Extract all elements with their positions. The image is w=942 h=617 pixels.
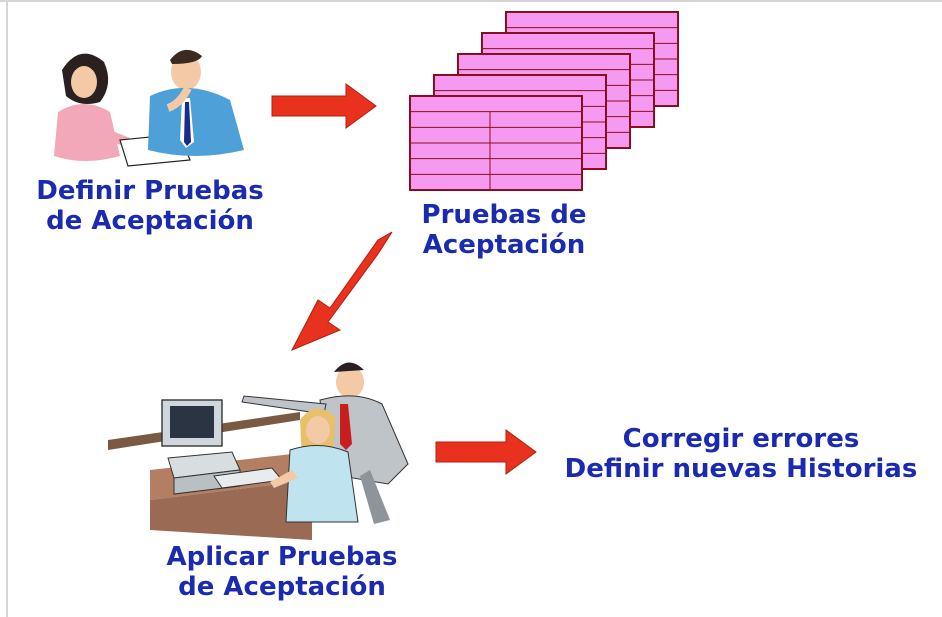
- arrow-right-top: [271, 83, 377, 129]
- arrow-right-bottom: [435, 429, 537, 475]
- test-card: [409, 95, 583, 191]
- fix-errors-line2: Definir nuevas Historias: [564, 454, 918, 484]
- arrow-diagonal-down: [290, 231, 393, 351]
- computer-workspace-illustration: [108, 362, 409, 540]
- apply-tests-line1: Aplicar Pruebas: [166, 542, 398, 572]
- frame-left-border: [6, 0, 8, 617]
- define-tests-line1: Definir Pruebas: [36, 176, 264, 206]
- define-tests-line2: de Aceptación: [46, 206, 254, 236]
- apply-tests-line2: de Aceptación: [178, 572, 386, 602]
- tests-line1: Pruebas de: [421, 200, 587, 230]
- tests-label: Pruebas de Aceptación: [404, 200, 604, 260]
- meeting-people-illustration: [54, 49, 244, 167]
- define-tests-label: Definir Pruebas de Aceptación: [30, 176, 270, 236]
- fix-errors-line1: Corregir errores: [622, 424, 860, 454]
- tests-line2: Aceptación: [422, 230, 586, 260]
- apply-tests-label: Aplicar Pruebas de Aceptación: [152, 542, 412, 602]
- test-cards-stack: [409, 11, 679, 191]
- fix-errors-label: Corregir errores Definir nuevas Historia…: [546, 424, 936, 484]
- frame-top-border: [0, 0, 942, 2]
